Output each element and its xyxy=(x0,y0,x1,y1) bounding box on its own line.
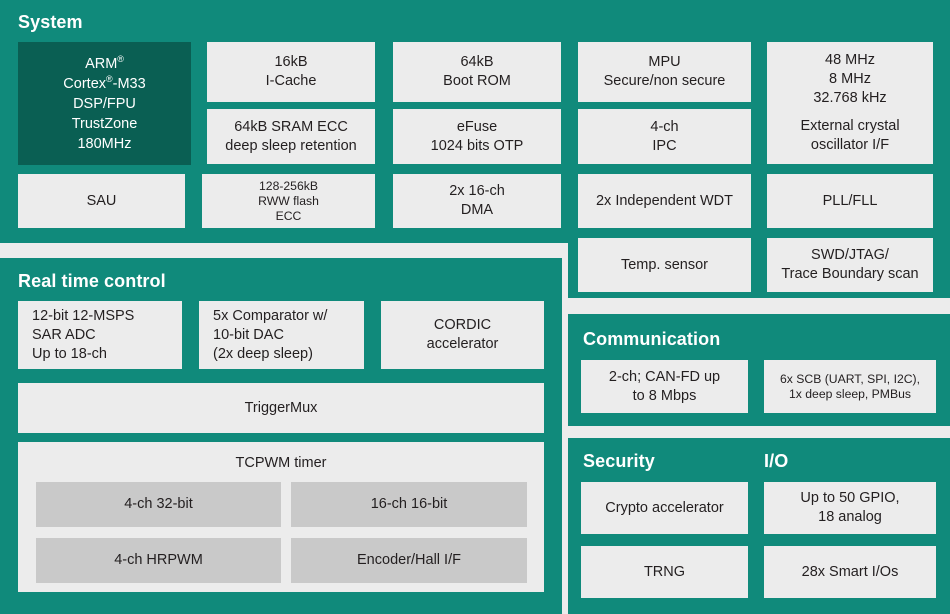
block-clocks-line5: oscillator I/F xyxy=(810,137,890,153)
block-debug-line2: Trace Boundary scan xyxy=(781,266,919,282)
block-clocks-line1: 48 MHz xyxy=(825,52,875,68)
block-tcpwm-4ch-hrpwm-label: 4-ch HRPWM xyxy=(114,552,203,568)
block-tcpwm-encoder-hall-label: Encoder/Hall I/F xyxy=(357,552,461,568)
block-sar-adc-line1: 12-bit 12-MSPS xyxy=(32,307,135,324)
cpu-line-trustzone: TrustZone xyxy=(71,115,138,132)
block-flash[interactable]: 128-256kB RWW flash ECC xyxy=(202,174,375,228)
block-mpu-line2: Secure/non secure xyxy=(603,73,726,89)
block-smart-io-label: 28x Smart I/Os xyxy=(801,563,899,580)
block-tcpwm-4ch-hrpwm[interactable]: 4-ch HRPWM xyxy=(36,538,281,583)
block-efuse-line2: 1024 bits OTP xyxy=(430,137,524,154)
block-comparator[interactable]: 5x Comparator w/ 10-bit DAC (2x deep sle… xyxy=(199,301,364,369)
block-crypto-accelerator-label: Crypto accelerator xyxy=(605,499,724,516)
block-temp-sensor-label: Temp. sensor xyxy=(620,256,709,273)
block-dma[interactable]: 2x 16-ch DMA xyxy=(393,174,561,228)
block-debug-line1: SWD/JTAG/ xyxy=(811,247,889,263)
block-dma-line2: DMA xyxy=(460,202,494,218)
block-gpio[interactable]: Up to 50 GPIO, 18 analog xyxy=(764,482,936,534)
block-clocks-line3: 32.768 kHz xyxy=(813,90,887,106)
block-clocks-line2: 8 MHz xyxy=(829,71,871,87)
block-tcpwm-4ch-32bit-label: 4-ch 32-bit xyxy=(124,496,193,512)
block-sram[interactable]: 64kB SRAM ECC deep sleep retention xyxy=(207,109,375,164)
block-temp-sensor[interactable]: Temp. sensor xyxy=(578,238,751,292)
cpu-line-dspfpu: DSP/FPU xyxy=(73,95,136,112)
block-tcpwm-title: TCPWM timer xyxy=(235,455,327,471)
block-tcpwm-4ch-32bit[interactable]: 4-ch 32-bit xyxy=(36,482,281,527)
block-ipc-line2: IPC xyxy=(652,137,677,154)
block-canfd-line2: to 8 Mbps xyxy=(632,387,697,404)
block-cpu-core[interactable]: ARM® Cortex®-M33 DSP/FPU TrustZone 180MH… xyxy=(18,42,191,165)
block-icache-line1: 16kB xyxy=(274,54,308,70)
block-tcpwm-16ch-16bit[interactable]: 16-ch 16-bit xyxy=(291,482,527,527)
block-clocks[interactable]: 48 MHz 8 MHz 32.768 kHz External crystal… xyxy=(767,42,933,164)
cpu-line-clock: 180MHz xyxy=(77,135,132,152)
block-cordic-line1: CORDIC xyxy=(433,317,492,333)
block-comparator-line2: 10-bit DAC xyxy=(213,326,284,343)
block-scb-line1: 6x SCB (UART, SPI, I2C), xyxy=(780,371,920,386)
block-icache-line2: I-Cache xyxy=(265,73,317,89)
block-boot-rom[interactable]: 64kB Boot ROM xyxy=(393,42,561,102)
block-scb-line2: 1x deep sleep, PMBus xyxy=(789,386,911,401)
block-sar-adc-line3: Up to 18-ch xyxy=(32,345,107,362)
block-tcpwm-container[interactable]: TCPWM timer 4-ch 32-bit 16-ch 16-bit 4-c… xyxy=(18,442,544,592)
block-sau-label: SAU xyxy=(86,192,117,209)
block-efuse-line1: eFuse xyxy=(456,118,498,135)
block-cordic[interactable]: CORDIC accelerator xyxy=(381,301,544,369)
block-trng-label: TRNG xyxy=(643,563,686,580)
block-pll[interactable]: PLL/FLL xyxy=(767,174,933,228)
block-tcpwm-16ch-16bit-label: 16-ch 16-bit xyxy=(370,496,448,512)
block-dma-line1: 2x 16-ch xyxy=(449,183,505,199)
block-mpu[interactable]: MPU Secure/non secure xyxy=(578,42,751,102)
panel-system-title: System xyxy=(18,12,83,32)
block-sar-adc-line2: SAR ADC xyxy=(32,326,96,343)
cpu-line-arm: ARM® xyxy=(85,53,124,72)
block-tcpwm-encoder-hall[interactable]: Encoder/Hall I/F xyxy=(291,538,527,583)
block-scb[interactable]: 6x SCB (UART, SPI, I2C), 1x deep sleep, … xyxy=(764,360,936,413)
block-sau[interactable]: SAU xyxy=(18,174,185,228)
block-flash-line2: RWW flash xyxy=(258,193,319,208)
block-boot-rom-line1: 64kB xyxy=(460,54,494,70)
block-flash-line3: ECC xyxy=(275,208,302,223)
block-boot-rom-line2: Boot ROM xyxy=(443,73,511,89)
panel-security-title: Security xyxy=(583,451,655,471)
block-canfd-line1: 2-ch; CAN-FD up xyxy=(608,368,721,385)
block-trng[interactable]: TRNG xyxy=(581,546,748,598)
block-smart-io[interactable]: 28x Smart I/Os xyxy=(764,546,936,598)
block-canfd[interactable]: 2-ch; CAN-FD up to 8 Mbps xyxy=(581,360,748,413)
block-triggermux-label: TriggerMux xyxy=(244,399,318,416)
block-comparator-line3: (2x deep sleep) xyxy=(213,345,313,362)
block-ipc-line1: 4-ch xyxy=(650,118,679,135)
block-flash-line1: 128-256kB xyxy=(259,178,318,193)
block-pll-label: PLL/FLL xyxy=(822,192,878,209)
block-crypto-accelerator[interactable]: Crypto accelerator xyxy=(581,482,748,534)
panel-real-time-control-title: Real time control xyxy=(18,271,166,291)
block-wdt-label: 2x Independent WDT xyxy=(595,192,734,209)
block-gpio-line2: 18 analog xyxy=(818,509,882,525)
block-wdt[interactable]: 2x Independent WDT xyxy=(578,174,751,228)
block-triggermux[interactable]: TriggerMux xyxy=(18,383,544,433)
block-debug[interactable]: SWD/JTAG/ Trace Boundary scan xyxy=(767,238,933,292)
block-sram-line2: deep sleep retention xyxy=(225,137,357,154)
cpu-line-cortex: Cortex®-M33 xyxy=(63,73,146,92)
block-comparator-line1: 5x Comparator w/ xyxy=(213,307,328,324)
panel-io-title: I/O xyxy=(764,451,789,471)
block-icache[interactable]: 16kB I-Cache xyxy=(207,42,375,102)
block-clocks-line4: External crystal xyxy=(800,118,900,134)
block-mpu-line1: MPU xyxy=(648,54,681,70)
block-sar-adc[interactable]: 12-bit 12-MSPS SAR ADC Up to 18-ch xyxy=(18,301,182,369)
block-efuse[interactable]: eFuse 1024 bits OTP xyxy=(393,109,561,164)
block-cordic-line2: accelerator xyxy=(426,336,499,352)
block-gpio-line1: Up to 50 GPIO, xyxy=(800,490,900,506)
block-ipc[interactable]: 4-ch IPC xyxy=(578,109,751,164)
panel-communication-title: Communication xyxy=(583,329,721,349)
block-sram-line1: 64kB SRAM ECC xyxy=(234,118,348,135)
